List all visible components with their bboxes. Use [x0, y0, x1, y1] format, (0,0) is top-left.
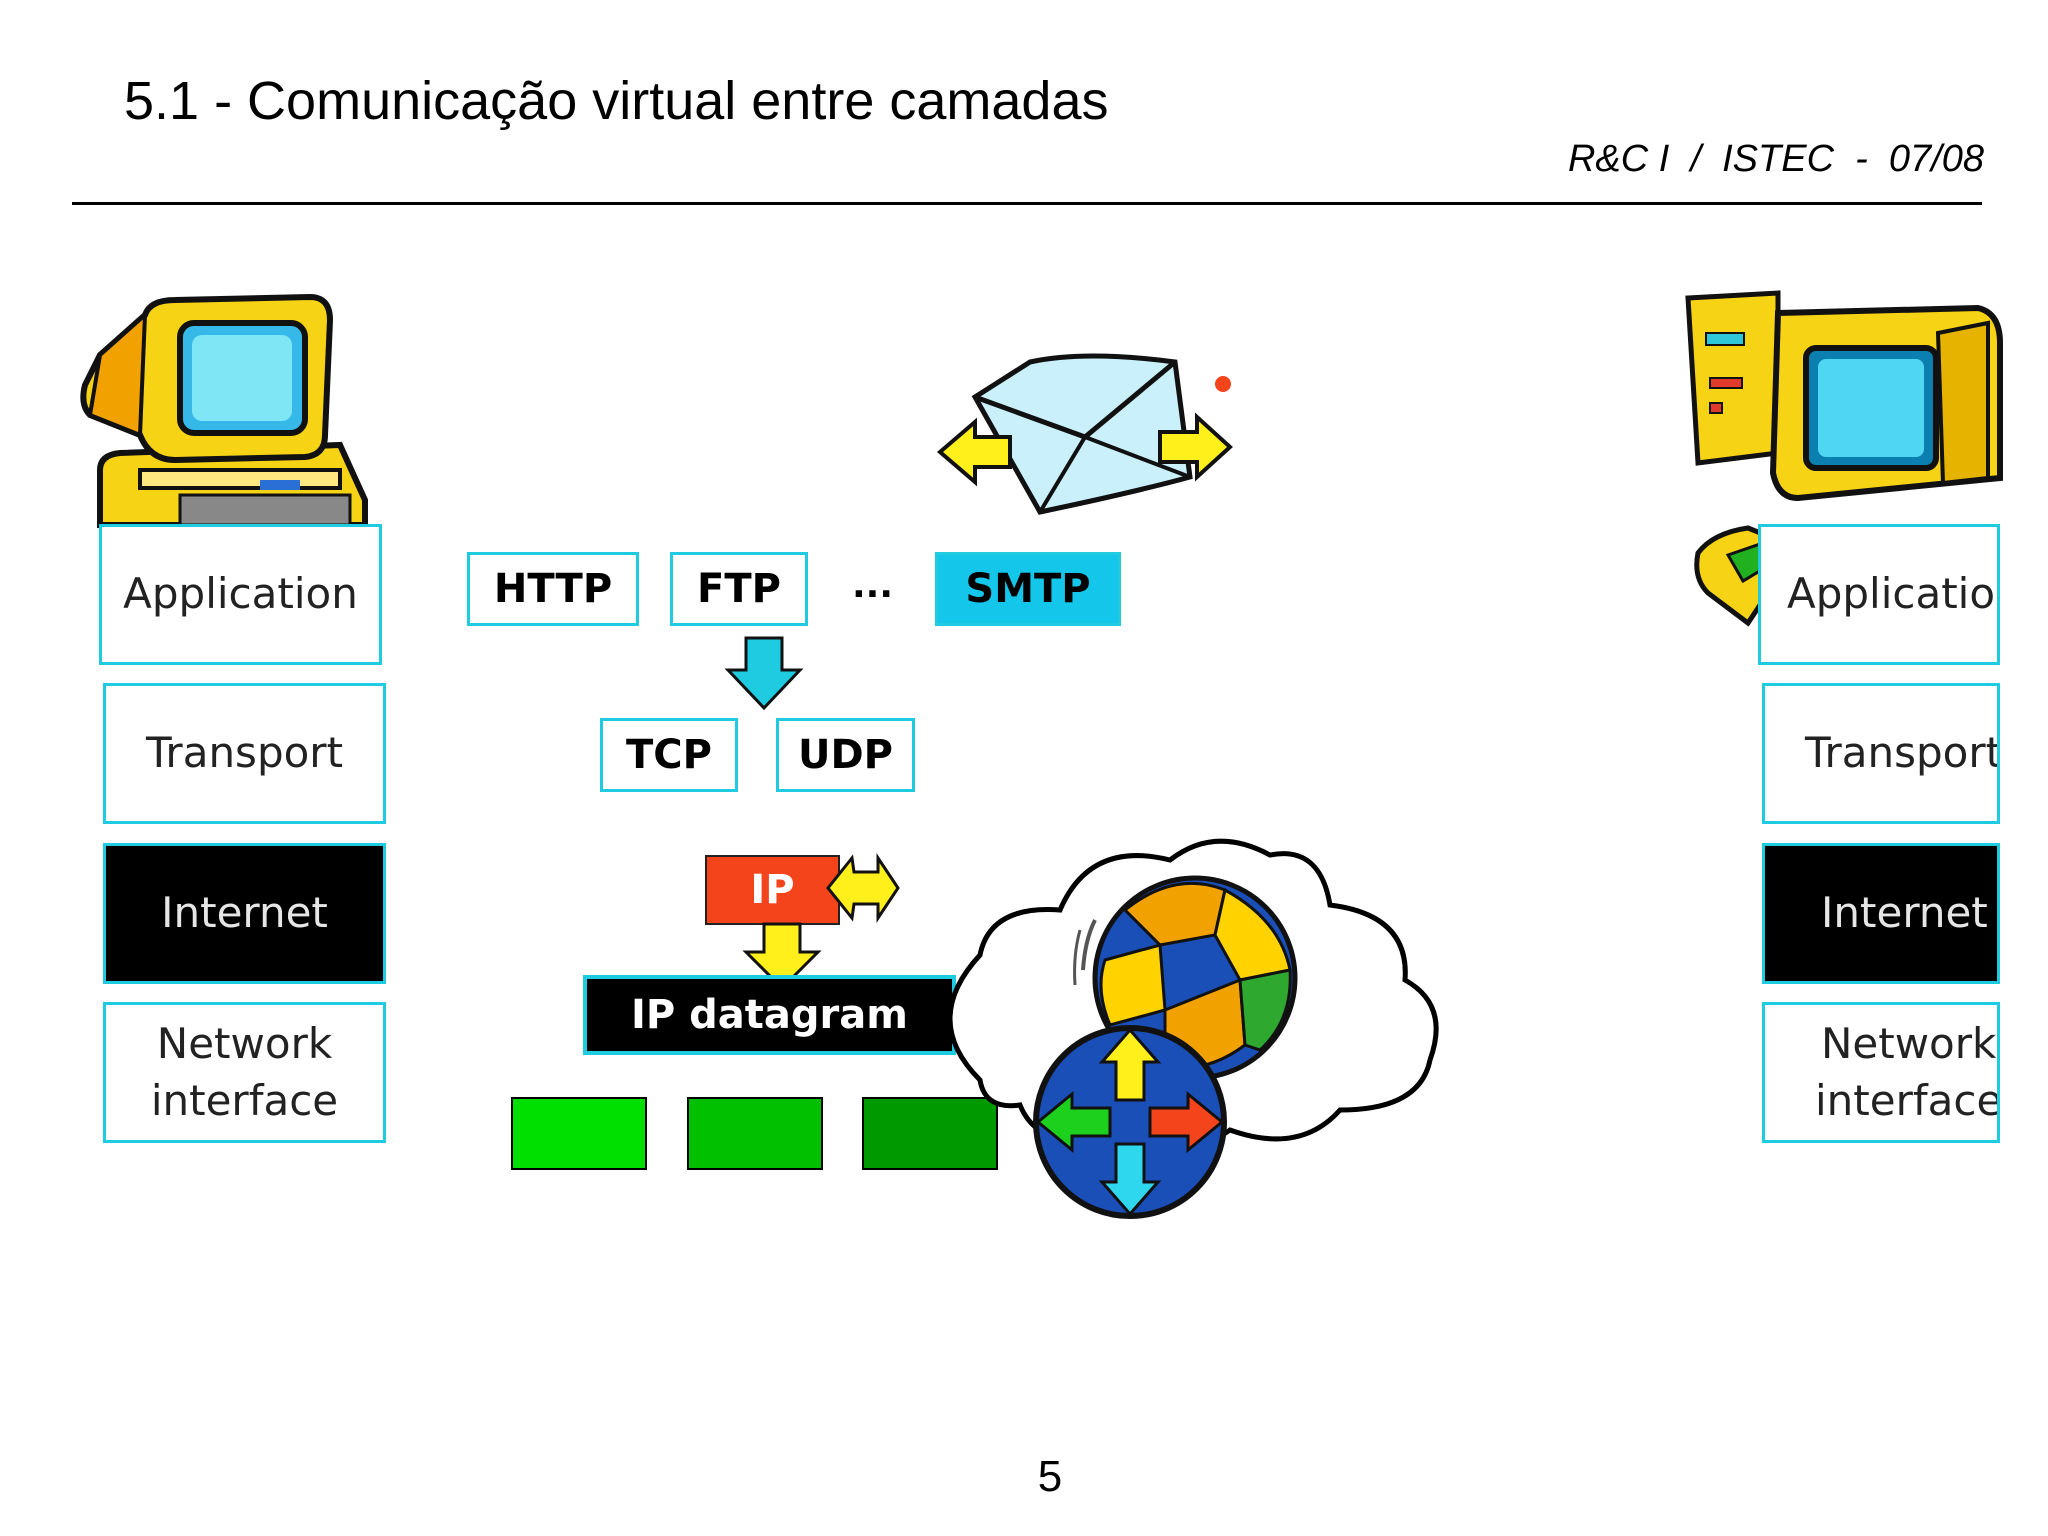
envelope-icon: [936, 353, 1233, 515]
protocol-ftp: FTP: [670, 552, 808, 626]
down-arrow-icon: [724, 636, 804, 711]
network-frame: [687, 1097, 823, 1170]
layer-application: Applicatio: [1758, 524, 2000, 665]
layer-application: Application: [99, 524, 382, 665]
protocol-smtp: SMTP: [935, 552, 1121, 626]
protocol-udp: UDP: [776, 718, 915, 792]
computer-icon: [80, 293, 368, 528]
router-icon: [1033, 1025, 1227, 1219]
header-divider: [72, 202, 1982, 205]
ip-datagram: IP datagram: [583, 975, 956, 1055]
down-arrow-icon: [742, 922, 822, 991]
slide-title: 5.1 - Comunicação virtual entre camadas: [124, 71, 1109, 131]
protocol-http: HTTP: [467, 552, 639, 626]
protocol-ellipsis: ...: [852, 565, 894, 606]
network-frame: [862, 1097, 998, 1170]
layer-internet: Internet: [103, 843, 386, 984]
protocol-ip: IP: [705, 855, 840, 925]
course-info: R&C I / ISTEC - 07/08: [1567, 138, 1984, 180]
bidirectional-arrow-icon: [826, 853, 900, 923]
layer-network-interface: Network interface: [1762, 1002, 2000, 1143]
layer-transport: Transport: [103, 683, 386, 824]
protocol-tcp: TCP: [600, 718, 738, 792]
network-frame: [511, 1097, 647, 1170]
layer-network-interface: Network interface: [103, 1002, 386, 1143]
layer-internet: Internet: [1762, 843, 2000, 984]
page-number: 5: [1037, 1452, 1063, 1501]
layer-transport: Transport: [1762, 683, 2000, 824]
